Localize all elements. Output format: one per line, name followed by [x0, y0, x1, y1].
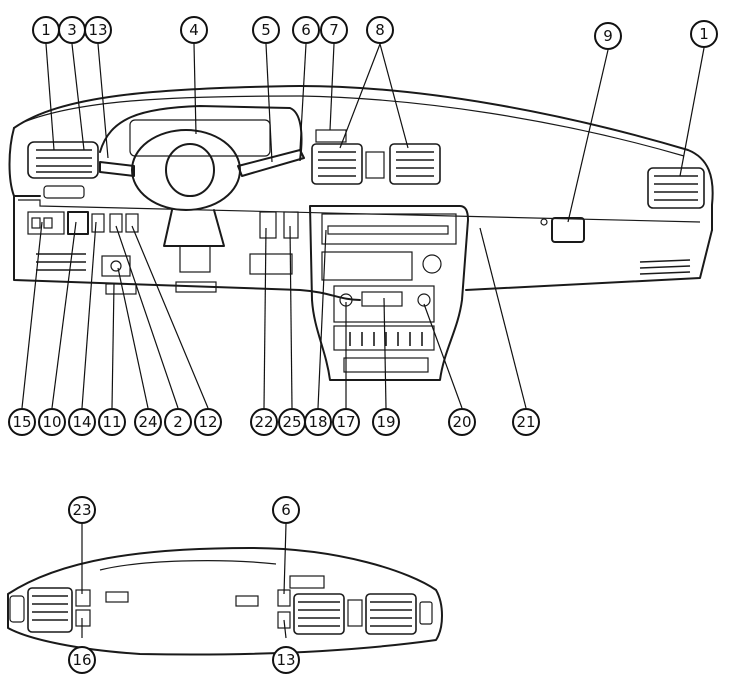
leader-lines	[21, 43, 705, 639]
callout-17: 17	[332, 408, 360, 436]
center-console	[309, 205, 469, 381]
callout-23: 23	[68, 496, 96, 524]
callout-13-top: 13	[84, 16, 112, 44]
svg-text:22: 22	[254, 413, 273, 431]
callout-1-right: 1	[690, 20, 718, 48]
callout-16: 16	[68, 646, 96, 674]
steering-wheel	[131, 129, 241, 273]
svg-text:9: 9	[603, 27, 613, 45]
right-side-vent	[647, 167, 705, 209]
callout-4: 4	[180, 16, 208, 44]
svg-text:10: 10	[42, 413, 61, 431]
center-vents	[311, 129, 441, 185]
svg-text:20: 20	[452, 413, 471, 431]
svg-text:12: 12	[198, 413, 217, 431]
svg-text:13: 13	[88, 21, 107, 39]
svg-text:5: 5	[261, 21, 271, 39]
svg-text:16: 16	[72, 651, 91, 669]
callout-15: 15	[8, 408, 36, 436]
callout-21: 21	[512, 408, 540, 436]
svg-text:2: 2	[173, 413, 183, 431]
callout-24: 24	[134, 408, 162, 436]
svg-text:17: 17	[336, 413, 355, 431]
left-switch-panel	[27, 211, 217, 295]
callout-25: 25	[278, 408, 306, 436]
callout-11: 11	[98, 408, 126, 436]
svg-text:13: 13	[276, 651, 295, 669]
left-side-vent	[27, 141, 99, 179]
callout-2: 2	[164, 408, 192, 436]
svg-text:15: 15	[12, 413, 31, 431]
svg-text:14: 14	[72, 413, 91, 431]
callout-20: 20	[448, 408, 476, 436]
svg-text:6: 6	[301, 21, 311, 39]
svg-text:21: 21	[516, 413, 535, 431]
callout-22: 22	[250, 408, 278, 436]
svg-text:23: 23	[72, 501, 91, 519]
svg-text:1: 1	[41, 21, 51, 39]
callout-5: 5	[252, 16, 280, 44]
callout-12: 12	[194, 408, 222, 436]
svg-text:18: 18	[308, 413, 327, 431]
callout-7: 7	[320, 16, 348, 44]
callout-8: 8	[366, 16, 394, 44]
callout-9: 9	[594, 22, 622, 50]
main-dashboard	[8, 85, 714, 381]
svg-text:1: 1	[699, 25, 709, 43]
callout-6-bottom: 6	[272, 496, 300, 524]
svg-text:25: 25	[282, 413, 301, 431]
callout-18: 18	[304, 408, 332, 436]
svg-text:6: 6	[281, 501, 291, 519]
glovebox-latch	[551, 217, 585, 243]
svg-text:7: 7	[329, 21, 339, 39]
callout-19: 19	[372, 408, 400, 436]
callout-14: 14	[68, 408, 96, 436]
callout-6-top: 6	[292, 16, 320, 44]
svg-text:11: 11	[102, 413, 121, 431]
svg-text:8: 8	[375, 21, 385, 39]
svg-text:3: 3	[67, 21, 77, 39]
right-lower-vent	[639, 259, 691, 275]
svg-text:19: 19	[376, 413, 395, 431]
svg-text:24: 24	[138, 413, 157, 431]
callout-13-bottom: 13	[272, 646, 300, 674]
secondary-dashboard	[7, 547, 443, 656]
callout-3: 3	[58, 16, 86, 44]
callout-10: 10	[38, 408, 66, 436]
callout-1-left: 1	[32, 16, 60, 44]
svg-text:4: 4	[189, 21, 199, 39]
